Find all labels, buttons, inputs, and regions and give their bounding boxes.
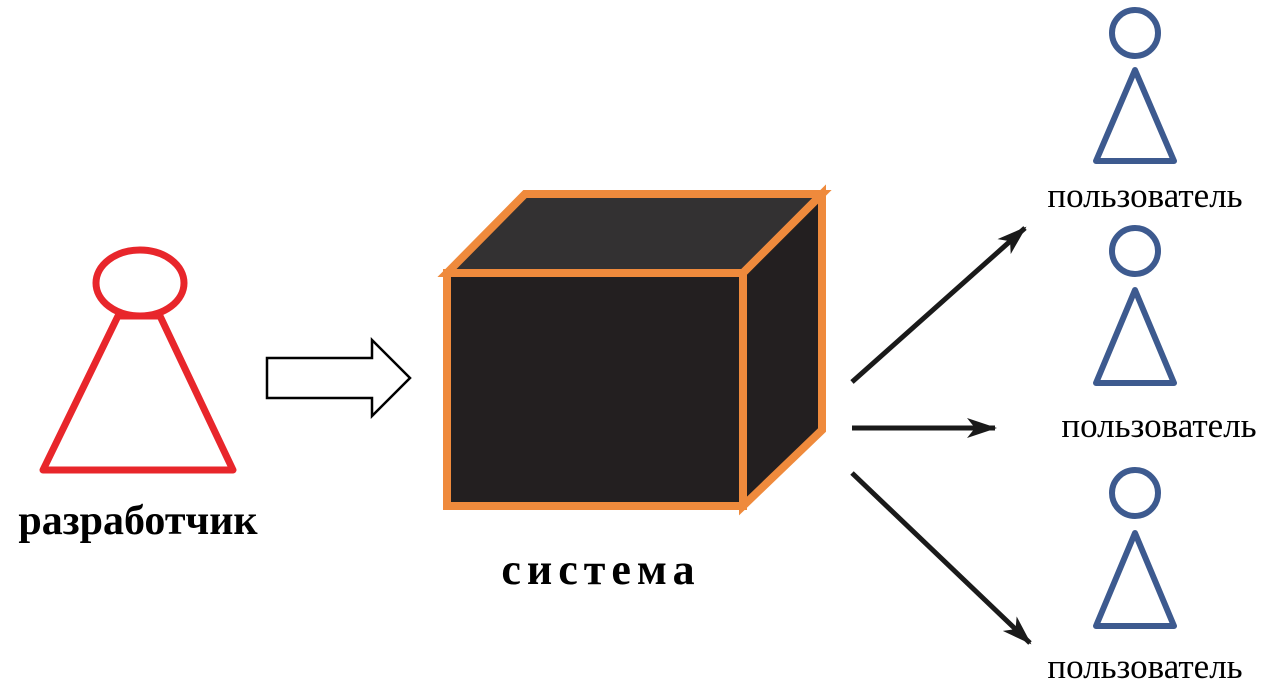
user-figure-2 <box>1093 225 1177 386</box>
output-arrow-up <box>850 226 1027 384</box>
input-arrow-icon <box>265 336 412 420</box>
user-body <box>1093 530 1177 629</box>
user-body <box>1093 287 1177 386</box>
developer-body <box>39 312 237 474</box>
output-arrow-down <box>850 471 1032 645</box>
system-label: система <box>501 545 700 594</box>
user-figure-3 <box>1093 467 1177 629</box>
user-label-2: пользователь <box>1061 406 1256 445</box>
user-body <box>1093 67 1177 164</box>
user-figure-1 <box>1093 7 1177 164</box>
user-label-1: пользователь <box>1047 176 1242 215</box>
developer-head <box>92 246 188 320</box>
user-head <box>1109 225 1161 277</box>
system-cube <box>437 184 832 516</box>
developer-figure <box>39 246 237 474</box>
user-head <box>1109 7 1161 59</box>
developer-label: разработчик <box>18 498 258 544</box>
user-label-3: пользователь <box>1047 647 1242 684</box>
cube-front-face <box>443 269 747 510</box>
user-head <box>1109 467 1161 519</box>
